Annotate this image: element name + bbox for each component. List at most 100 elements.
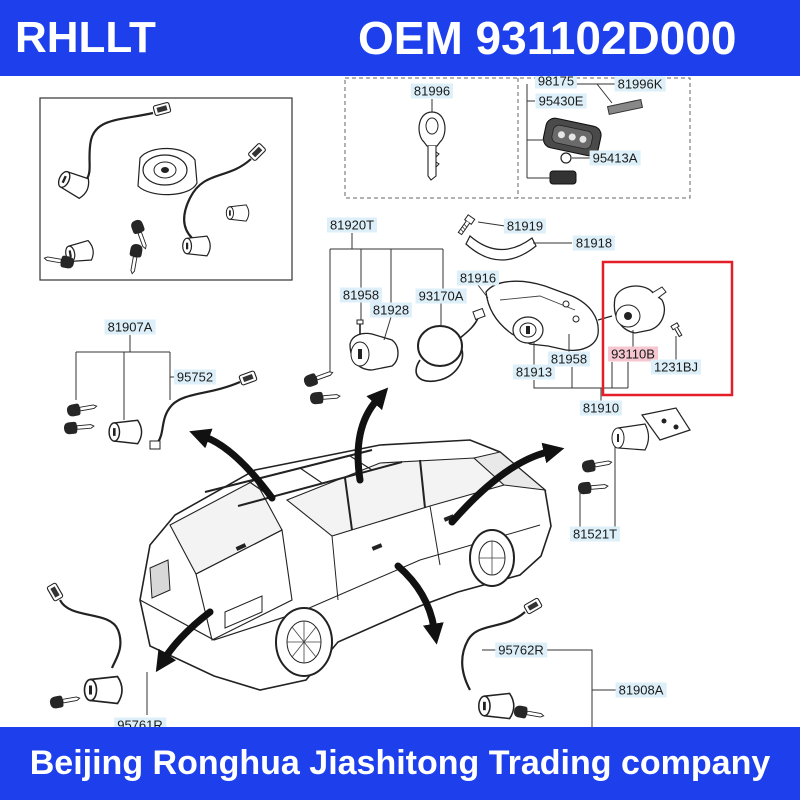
fob-case-drawing [549, 170, 577, 185]
harness-connector-drawing [238, 370, 258, 386]
bezel-hole [673, 424, 679, 430]
lock-cylinder-drawing [478, 692, 515, 720]
company-name: Beijing Ronghua Jiashitong Trading compa… [29, 744, 771, 782]
rear-right-lock-group [461, 597, 546, 723]
key-drawing [512, 704, 546, 723]
harness-cable [183, 158, 252, 239]
callout-label: 95413A [589, 150, 641, 166]
bolt-drawing [457, 214, 476, 236]
callout-label: 81918 [572, 235, 616, 251]
location-arrows [155, 387, 565, 673]
key-drawing [65, 399, 99, 418]
emergency-key-drawing [606, 98, 644, 116]
tail-light [149, 559, 171, 599]
arrow-to-rear-left [155, 608, 214, 673]
harness-connector-drawing [523, 597, 543, 615]
harness-cable [85, 111, 154, 181]
door-lines [331, 505, 441, 601]
key-drawing [580, 455, 614, 474]
leader-lines [75, 83, 677, 727]
callout-label: 98175 [534, 73, 578, 89]
arrow-to-rear-right [394, 562, 444, 645]
b-pillar [344, 477, 353, 531]
oem-part-number: OEM 931102D000 [358, 12, 737, 64]
key-set-panel [344, 77, 691, 199]
arrow-to-left-door [189, 428, 276, 502]
lock-cylinder-drawing [83, 675, 123, 705]
arrow-to-ignition [354, 387, 389, 484]
switch-screw-drawing [670, 322, 683, 338]
tailgate-handle [235, 543, 247, 551]
ignition-cylinder-drawing [349, 332, 399, 371]
bezel-hole [661, 418, 667, 424]
lock-cable [461, 611, 526, 691]
trunk-lock-bezel [640, 407, 691, 441]
key-drawing [125, 242, 144, 276]
callout-label: 81928 [369, 302, 413, 318]
left-door-lock-group [63, 370, 258, 450]
key-drawing [48, 691, 82, 710]
ignition-switch-drawing [613, 285, 667, 334]
callout-label: 1231BJ [650, 359, 702, 375]
callout-label: 81907A [104, 319, 156, 335]
brand-name: RHLLT [15, 13, 156, 62]
lock-cable [59, 599, 122, 669]
immobilizer-coil-drawing [415, 307, 486, 382]
harness-connector-drawing [46, 582, 64, 602]
footer-bar: Beijing Ronghua Jiashitong Trading compa… [0, 727, 800, 800]
front-wheel [469, 529, 515, 587]
callout-label: 81996K [614, 76, 666, 92]
panel-frame [39, 97, 293, 281]
callout-label: 81958 [339, 287, 383, 303]
callout-label: 81521T [569, 526, 621, 542]
header-bar: RHLLT OEM 931102D000 [0, 0, 800, 76]
battery-drawing [560, 152, 572, 164]
callout-label: 81919 [503, 218, 547, 234]
callout-label: 81916 [456, 270, 500, 286]
callout-label: 81910 [579, 400, 623, 416]
callout-label: 93170A [415, 288, 467, 304]
rear-left-lock-group [46, 582, 123, 710]
key-drawing [309, 389, 341, 406]
steering-lock-housing-drawing [485, 280, 613, 352]
lock-cable [157, 380, 241, 443]
door-handle [443, 514, 455, 522]
door-lock-set-panel [39, 97, 293, 281]
callout-label: 95762R [495, 642, 547, 658]
key-blank-drawing [418, 111, 446, 181]
suv-vehicle-drawing [139, 439, 552, 691]
trunk-cylinder-body [617, 423, 650, 451]
highlighted-callout-label: 93110B [608, 346, 658, 362]
door-lock-body-drawing [137, 147, 198, 196]
key-drawing [63, 419, 95, 436]
rear-wheel [275, 607, 333, 677]
rear-bumper [139, 599, 301, 641]
arrow-to-trunk [448, 442, 565, 526]
lock-cylinder-drawing [108, 419, 143, 445]
ignition-lock-group [301, 214, 683, 406]
harness-connector-drawing [247, 142, 267, 162]
harness-connector-drawing [152, 101, 172, 117]
trunk-lock-group [577, 407, 691, 496]
callout-label: 81920T [326, 217, 378, 233]
callout-label: 81996 [410, 83, 454, 99]
callout-label: 81913 [512, 364, 556, 380]
door-handle [371, 543, 383, 551]
lock-cylinder-drawing [54, 166, 93, 201]
callout-label: 95430E [535, 93, 587, 109]
callout-label: 81958 [547, 351, 591, 367]
trunk-keyhole [617, 434, 619, 442]
callout-label: 95752 [173, 369, 217, 385]
remote-key-fob-drawing [542, 117, 602, 157]
callout-label: 81908A [615, 682, 667, 698]
roof-rails [204, 449, 403, 507]
cable-clip [149, 440, 161, 450]
key-drawing [577, 479, 609, 496]
bracket-drawing [465, 235, 537, 261]
lock-cylinder-drawing [225, 204, 250, 222]
c-pillar [419, 459, 426, 509]
lock-cylinder-drawing [182, 235, 211, 257]
license-plate [224, 595, 263, 629]
